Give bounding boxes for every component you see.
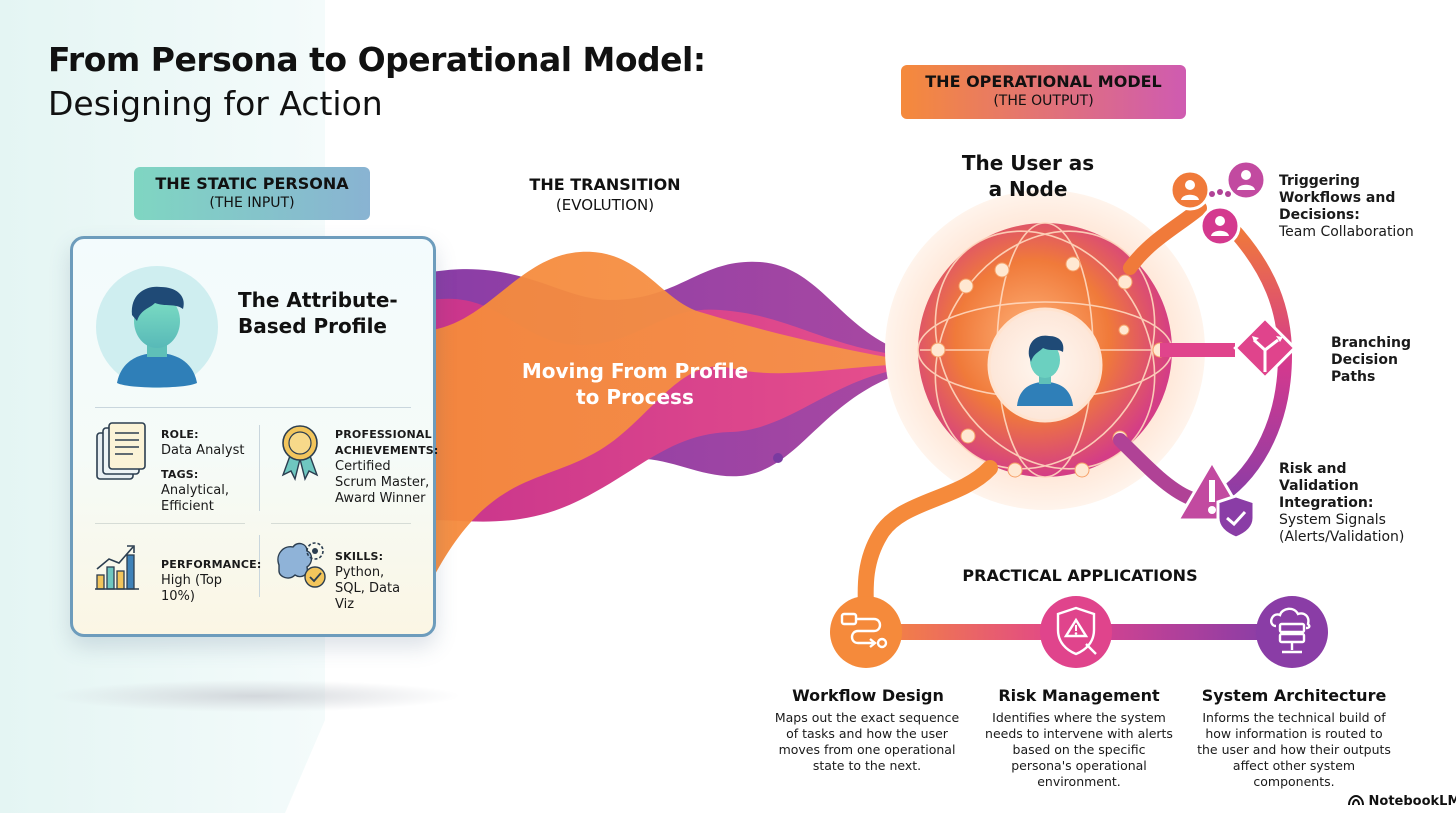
output-risk-validation: Risk and Validation Integration: System … [1279, 461, 1419, 546]
tags-label: TAGS: [161, 468, 199, 481]
skills-brain-gear-icon [277, 542, 326, 588]
page-title: From Persona to Operational Model: [48, 40, 706, 79]
output-title: Branching Decision Paths [1331, 335, 1412, 385]
performance-attribute: PERFORMANCE: High (Top 10%) [161, 557, 262, 605]
app-system-architecture-desc: Informs the technical build of how infor… [1197, 710, 1391, 789]
performance-label: PERFORMANCE: [161, 558, 262, 571]
transition-stream-label: Moving From Profile to Process [521, 359, 749, 409]
brand-name: NotebookLM [1368, 794, 1456, 809]
workflow-icon [830, 596, 902, 668]
performance-value: High (Top 10%) [161, 573, 223, 604]
card-title: The Attribute-Based Profile [238, 288, 398, 338]
achievements-attribute: PROFESSIONAL ACHIEVEMENTS: Certified Scr… [335, 427, 439, 507]
operational-model-label: THE OPERATIONAL MODEL [925, 72, 1162, 91]
operational-model-heading: THE OPERATIONAL MODEL (THE OUTPUT) [901, 65, 1186, 119]
bar-chart-icon [95, 545, 139, 590]
output-detail: System Signals (Alerts/Validation) [1279, 512, 1405, 545]
risk-shield-icon [1040, 596, 1112, 668]
static-persona-sublabel: (THE INPUT) [209, 195, 295, 211]
output-branching-paths: Branching Decision Paths [1331, 335, 1441, 386]
card-divider [95, 523, 245, 524]
output-detail: Team Collaboration [1279, 224, 1414, 240]
static-persona-heading: THE STATIC PERSONA (THE INPUT) [134, 167, 370, 220]
skills-value: Python, SQL, Data Viz [335, 565, 401, 612]
output-title: Risk and Validation Integration: [1279, 461, 1374, 511]
node-user-icon [1017, 335, 1073, 406]
tags-value: Analytical, Efficient [161, 483, 229, 514]
app-workflow-design-title: Workflow Design [792, 686, 944, 705]
card-divider [271, 523, 411, 524]
skills-attribute: SKILLS: Python, SQL, Data Viz [335, 549, 435, 613]
node-title: The User as a Node [961, 151, 1095, 201]
transition-sublabel: (EVOLUTION) [555, 196, 655, 214]
brand: NotebookLM [1348, 794, 1456, 809]
achievements-value: Certified Scrum Master, Award Winner [335, 459, 430, 506]
output-title: Triggering Workflows and Decisions: [1279, 173, 1396, 223]
user-avatar-icon [96, 266, 218, 388]
role-attribute: ROLE: Data Analyst TAGS: Analytical, Eff… [161, 427, 257, 515]
page-subtitle: Designing for Action [48, 84, 383, 123]
app-risk-management-desc: Identifies where the system needs to int… [985, 710, 1173, 789]
practical-applications-heading: PRACTICAL APPLICATIONS [962, 566, 1198, 585]
role-label: ROLE: [161, 428, 199, 441]
branching-decision-icon [1233, 318, 1297, 380]
medal-icon [281, 425, 319, 481]
role-value: Data Analyst [161, 443, 245, 458]
achievements-label: PROFESSIONAL ACHIEVEMENTS: [335, 428, 439, 457]
card-divider [95, 407, 411, 408]
persona-card: The Attribute-Based Profile ROLE: Data A… [70, 236, 439, 637]
card-divider [259, 535, 260, 597]
notebooklm-logo-icon [1348, 794, 1364, 806]
transition-heading: THE TRANSITION (EVOLUTION) [470, 175, 740, 214]
static-persona-label: THE STATIC PERSONA [155, 174, 349, 193]
app-risk-management-title: Risk Management [998, 686, 1160, 705]
output-team-collaboration: Triggering Workflows and Decisions: Team… [1279, 173, 1419, 241]
team-collaboration-icon [1169, 160, 1267, 247]
alert-validation-icon [1176, 460, 1256, 540]
app-workflow-design-desc: Maps out the exact sequence of tasks and… [774, 710, 960, 773]
app-system-architecture-title: System Architecture [1201, 686, 1387, 705]
operational-model-sublabel: (THE OUTPUT) [993, 93, 1094, 109]
cloud-server-icon [1256, 596, 1328, 668]
card-divider [259, 425, 260, 511]
skills-label: SKILLS: [335, 550, 384, 563]
transition-label: THE TRANSITION [529, 175, 681, 194]
document-icon [96, 422, 146, 480]
